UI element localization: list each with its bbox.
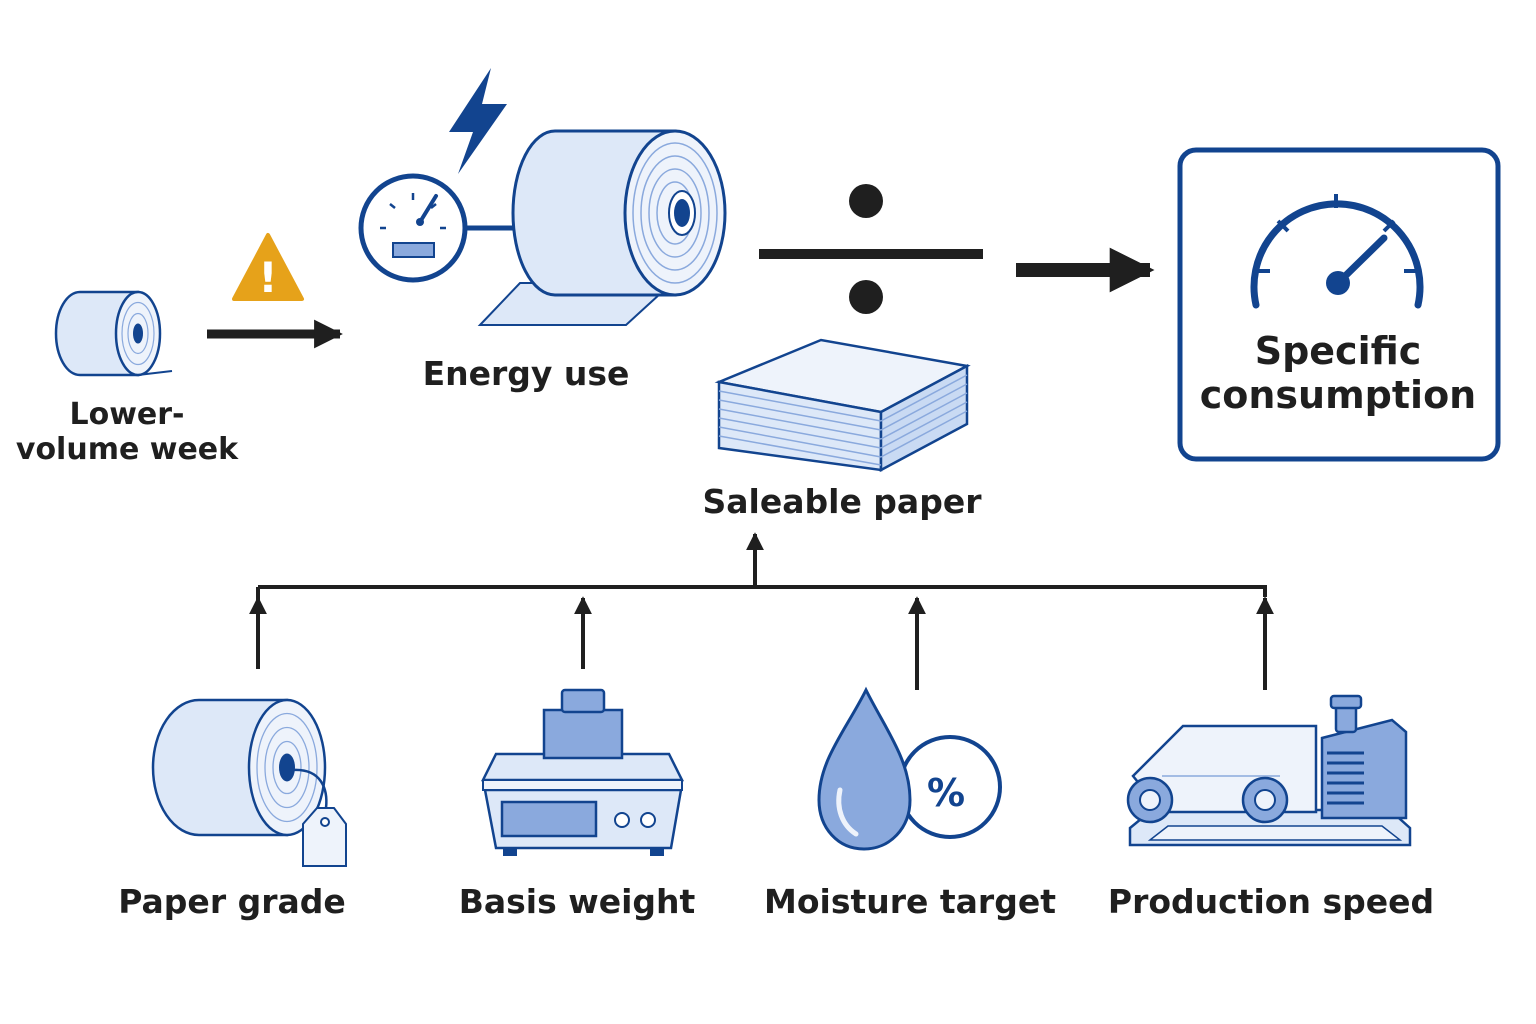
weighing-scale-icon — [480, 688, 685, 856]
paper-stack-icon — [714, 338, 971, 473]
specific-consumption-label: Specific consumption — [1199, 329, 1477, 417]
energy-use-label: Energy use — [422, 354, 630, 393]
saleable-paper-label: Saleable paper — [702, 482, 982, 521]
paper-machine-icon — [1126, 694, 1412, 847]
warning-icon: ! — [232, 233, 304, 302]
lower-volume-week-label: Lower-volume week — [15, 397, 239, 467]
paper-roll-icon — [54, 290, 173, 377]
energy-meter-icon — [358, 173, 516, 283]
percent-symbol: % — [927, 771, 965, 815]
speedometer-icon — [1250, 194, 1424, 309]
result-box — [1177, 147, 1501, 462]
warning-mark: ! — [258, 253, 277, 302]
tagged-roll-icon — [151, 698, 347, 867]
paper-grade-label: Paper grade — [118, 882, 346, 921]
production-speed-label: Production speed — [1107, 882, 1435, 921]
paper-roll-icon — [477, 129, 727, 326]
basis-weight-label: Basis weight — [458, 882, 696, 921]
divide-icon — [759, 184, 983, 314]
moisture-target-label: Moisture target — [764, 882, 1056, 921]
factor-connector — [249, 532, 1274, 690]
lightning-icon — [449, 68, 507, 174]
water-drop-icon: % — [817, 686, 1002, 851]
